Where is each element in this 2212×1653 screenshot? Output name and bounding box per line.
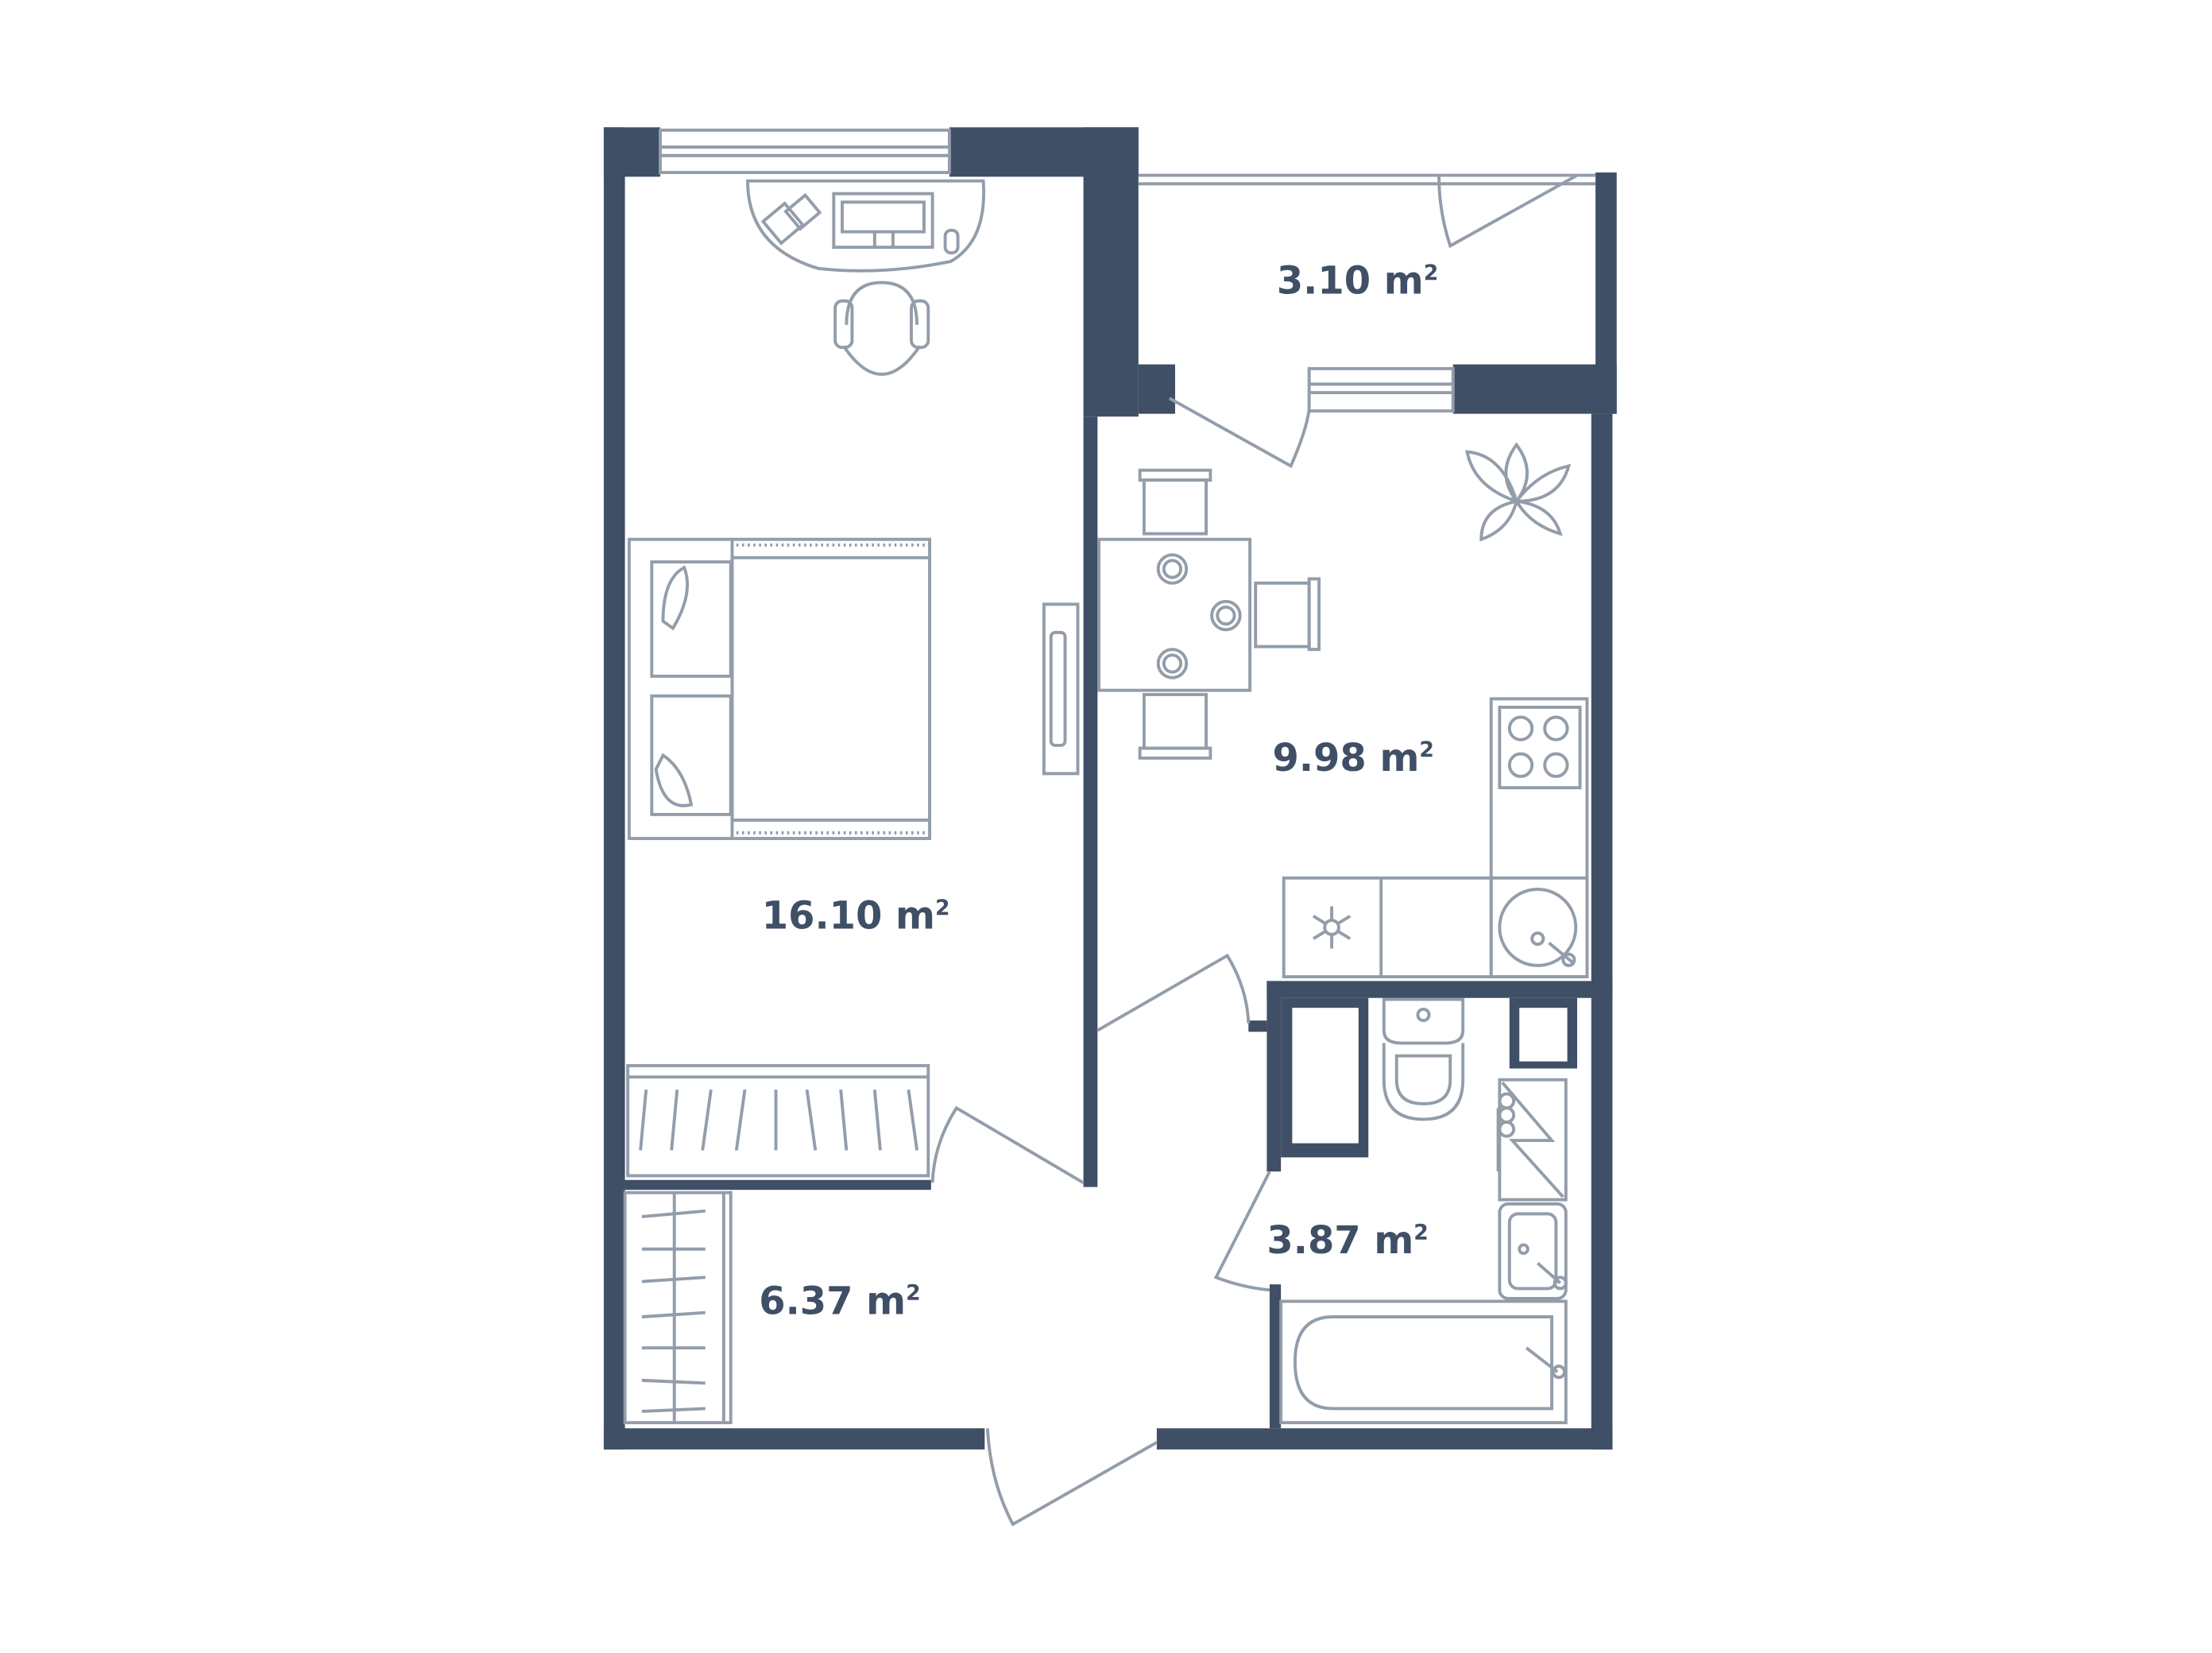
walls <box>603 127 1617 1450</box>
dining-chair-right <box>1254 577 1321 652</box>
toilet-icon <box>1382 997 1465 1121</box>
doors <box>930 173 1578 1527</box>
hall-wardrobe <box>623 1190 733 1425</box>
area-label-hallway: 6.37 m2 <box>759 1279 920 1323</box>
kitchen-door <box>1096 953 1251 1032</box>
bedroom-door <box>930 1105 1085 1184</box>
bathroom-furniture <box>1279 997 1568 1425</box>
kitchen-furniture <box>1097 442 1589 979</box>
double-bed <box>627 537 932 841</box>
area-label-kitchen: 9.98 m2 <box>1273 737 1434 780</box>
wardrobe <box>626 1063 930 1178</box>
chair <box>833 281 930 376</box>
entrance-door <box>985 1428 1158 1527</box>
wall-tv <box>1042 602 1080 776</box>
windows <box>658 128 1596 413</box>
counter <box>1282 697 1589 979</box>
dining-chair-top <box>1138 468 1212 536</box>
desk <box>746 179 986 273</box>
bathtub-icon <box>1279 1299 1568 1425</box>
dining-chair-bottom <box>1138 693 1212 760</box>
bedroom-window <box>658 128 951 175</box>
room-labels: 16.10 m2 3.10 m2 9.98 m2 3.87 m2 6.37 m2 <box>759 260 1438 1324</box>
balcony-outer-door <box>1437 173 1578 249</box>
bathroom-sink-icon <box>1498 1202 1568 1300</box>
balcony-inner-door <box>1168 397 1311 469</box>
washing-machine-icon <box>1496 1078 1568 1202</box>
kitchen-window <box>1307 366 1455 413</box>
bathroom-door <box>1213 1171 1271 1292</box>
balcony-glazing <box>1138 173 1596 186</box>
plant-icon <box>1465 442 1572 542</box>
bedroom-furniture <box>626 179 1080 1178</box>
kitchen-sink-icon <box>1498 888 1578 967</box>
area-label-bathroom: 3.87 m2 <box>1266 1219 1428 1263</box>
area-label-balcony: 3.10 m2 <box>1277 260 1438 304</box>
dining-table <box>1097 537 1252 692</box>
snowflake-icon <box>1312 906 1352 949</box>
area-label-bedroom: 16.10 m2 <box>762 895 950 939</box>
stove-icon <box>1498 706 1582 790</box>
